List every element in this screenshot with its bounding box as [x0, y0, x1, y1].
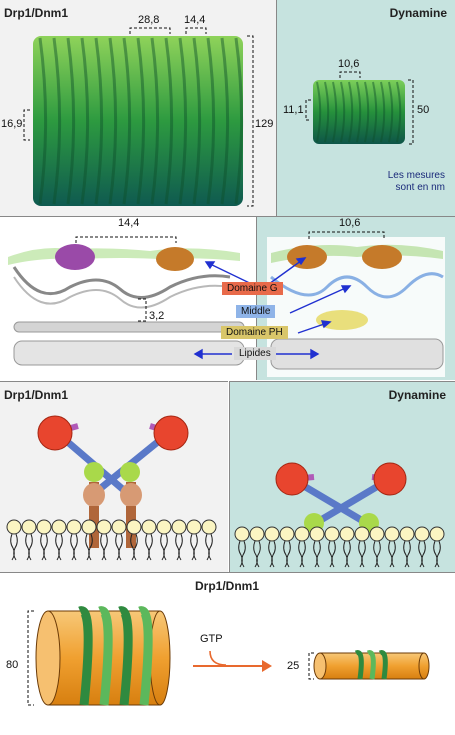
dyn-gdomain-density-b — [362, 245, 402, 269]
dyn-helix-svg — [305, 71, 414, 145]
dyn-helix-body — [313, 80, 405, 144]
measures-note-line1: Les mesures — [387, 170, 445, 181]
middle-label: Middle — [236, 305, 276, 318]
drp-title: Drp1/Dnm1 — [4, 6, 69, 20]
gtp-label: GTP — [200, 633, 223, 645]
section-label-arrows — [193, 257, 352, 360]
drp-width-label: 16,9 — [1, 118, 23, 130]
drp-section-panel: 14,4 3,2 — [0, 217, 255, 380]
dyn-height-label: 50 — [417, 104, 430, 116]
dyn-title: Dynamine — [389, 6, 447, 20]
tube-svg — [27, 606, 430, 706]
drp-schematic-panel: Drp1/Dnm1 — [0, 381, 228, 572]
dyn-schematic-svg — [234, 462, 445, 568]
drp-pitch-b-label: 14,4 — [184, 14, 206, 26]
gdomain-label: Domaine G — [222, 282, 283, 295]
dyn-section-panel: 10,6 — [256, 217, 455, 380]
dyn-section-pitch-label: 10,6 — [339, 217, 361, 229]
big-tube-end — [35, 610, 61, 706]
drp-gdomain-ball-left — [37, 415, 73, 451]
dyn-gdomain-ball-left — [275, 462, 309, 496]
dyn-helix-ridges — [316, 81, 402, 143]
drp-pitch-a-label: 28,8 — [138, 14, 160, 26]
drp-schematic-title: Drp1/Dnm1 — [4, 388, 69, 402]
drp-gdomain-density-b — [156, 247, 194, 271]
drp-gdomain-ball-right — [153, 415, 189, 451]
drp-section-svg — [8, 236, 245, 366]
drp-gdomain-density-a — [55, 244, 95, 270]
small-diameter-label: 25 — [287, 660, 300, 672]
dyn-gdomain-ball-right — [373, 462, 407, 496]
tube-panel: Drp1/Dnm1 — [0, 572, 455, 735]
lipids-label: Lipides — [234, 347, 276, 360]
drp-helix-ridges — [38, 37, 244, 205]
dyn-lipid-layer — [234, 526, 445, 568]
dyn-pitch-label: 10,6 — [338, 58, 360, 70]
dyn-schematic-title: Dynamine — [388, 388, 446, 402]
small-tube-end — [313, 652, 327, 680]
tube-title: Drp1/Dnm1 — [195, 579, 260, 593]
drp-lipid-layer — [6, 519, 217, 561]
drp-schematic-svg — [6, 415, 217, 561]
drp-height-label: 129 — [255, 118, 274, 130]
drp-section-gap-label: 3,2 — [149, 310, 165, 322]
measures-note-line2: sont en nm — [395, 182, 445, 193]
dyn-helix-panel: Dynamine 10,6 11,1 50 Les mesures sont e… — [277, 0, 455, 217]
ph-label: Domaine PH — [221, 326, 288, 339]
drp-helix-svg — [23, 27, 254, 207]
dyn-schematic-panel: Dynamine — [229, 381, 455, 572]
drp-section-pitch-label: 14,4 — [118, 217, 140, 229]
big-diameter-label: 80 — [6, 659, 19, 671]
drp-helix-body — [33, 36, 243, 206]
drp-helix-panel: Drp1/Dnm1 28,8 14,4 16,9 129 — [0, 0, 277, 217]
dyn-width-label: 11,1 — [283, 104, 304, 116]
drp-middle-ball-right — [120, 462, 140, 482]
drp-middle-ball-left — [84, 462, 104, 482]
